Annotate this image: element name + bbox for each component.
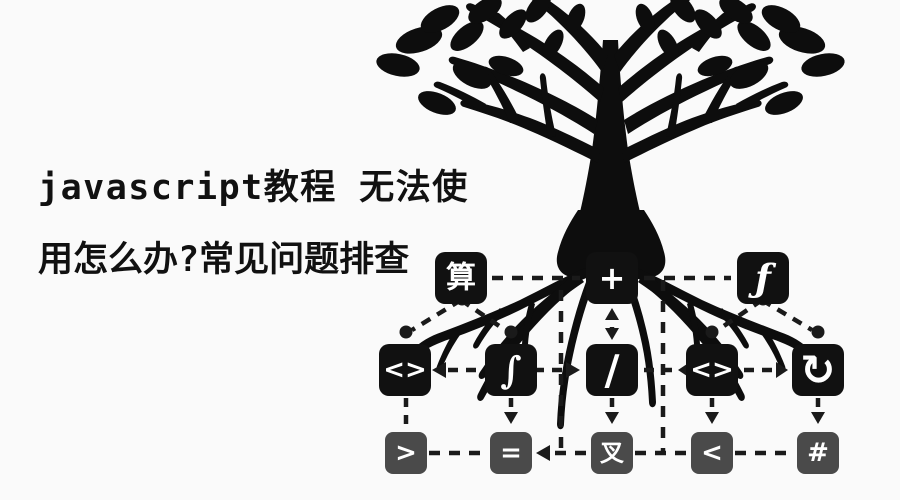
- calculate-icon-tile[interactable]: [435, 252, 487, 304]
- hash-icon: #: [807, 438, 829, 468]
- node-bot-hash[interactable]: #: [797, 432, 839, 474]
- arrow-down-eq: [504, 412, 518, 424]
- node-mid-code-right[interactable]: <>: [686, 344, 738, 396]
- connector-arrowheads: [432, 308, 825, 461]
- integral-icon-tile[interactable]: [485, 344, 537, 396]
- arrow-down-cjk: [605, 412, 619, 424]
- node-bot-lt[interactable]: <: [691, 432, 733, 474]
- arrow-left-eq: [536, 445, 550, 461]
- code-brackets-icon: <>: [383, 355, 427, 385]
- arrow-down-lt: [705, 412, 719, 424]
- cross-character-icon: 叉: [599, 439, 625, 467]
- junction-dot: [705, 325, 719, 339]
- arrow-right-refresh: [776, 362, 788, 378]
- integral-icon: ∫: [500, 348, 521, 392]
- equals-icon-tile[interactable]: [490, 432, 532, 474]
- node-mid-slash[interactable]: /: [586, 344, 638, 396]
- arrow-down-hash: [811, 412, 825, 424]
- node-top-plus[interactable]: +: [586, 252, 638, 304]
- less-than-icon-tile[interactable]: [691, 432, 733, 474]
- function-icon-tile[interactable]: [737, 252, 789, 304]
- title-line-2: 用怎么办?常见问题排查: [38, 240, 410, 280]
- less-than-icon: <: [701, 438, 723, 468]
- refresh-cycle-icon-tile[interactable]: [792, 344, 844, 396]
- node-bot-cjk[interactable]: 叉: [591, 432, 633, 474]
- code-brackets-icon-tile[interactable]: [686, 344, 738, 396]
- plus-icon: +: [599, 259, 626, 297]
- greater-than-icon-tile[interactable]: [385, 432, 427, 474]
- slash-icon: /: [605, 346, 620, 394]
- node-mid-integral[interactable]: ∫: [485, 344, 537, 396]
- connector-function-branch-left: [716, 298, 764, 332]
- junction-dot: [504, 325, 518, 339]
- code-brackets-icon-tile[interactable]: [379, 344, 431, 396]
- tree-silhouette: [376, 0, 845, 430]
- node-top-left[interactable]: 算: [435, 252, 487, 304]
- code-brackets-icon: <>: [690, 355, 734, 385]
- junction-dot: [811, 325, 825, 339]
- node-mid-refresh[interactable]: ↻: [792, 344, 844, 396]
- plus-icon-tile[interactable]: [586, 252, 638, 304]
- connector-function-branch-right: [760, 298, 814, 332]
- page-title: javascript教程 无法使 用怎么办?常见问题排查: [38, 152, 508, 296]
- junction-dot: [399, 325, 413, 339]
- arrow-down-slash: [605, 328, 619, 340]
- node-top-function[interactable]: ƒ: [737, 252, 789, 304]
- title-line-1: javascript教程 无法使: [38, 168, 469, 208]
- cross-character-icon-tile[interactable]: [591, 432, 633, 474]
- diagram-nodes: 算 + ƒ <> ∫ / <> ↻ > = 叉 < #: [379, 252, 844, 474]
- arrow-up-plus: [605, 308, 619, 320]
- hash-icon-tile[interactable]: [797, 432, 839, 474]
- node-mid-code-left[interactable]: <>: [379, 344, 431, 396]
- calculate-icon: 算: [446, 261, 476, 296]
- greater-than-icon: >: [395, 438, 417, 468]
- connector-topleft-branch-left: [410, 298, 463, 332]
- node-bot-eq[interactable]: =: [490, 432, 532, 474]
- slash-icon-tile[interactable]: [586, 344, 638, 396]
- arrow-left-codeleft: [432, 362, 446, 378]
- arrow-right-slash: [566, 362, 580, 378]
- refresh-cycle-icon: ↻: [800, 346, 835, 395]
- connector-topleft-branch-right: [459, 298, 507, 332]
- node-bot-gt[interactable]: >: [385, 432, 427, 474]
- equals-icon: =: [500, 438, 522, 468]
